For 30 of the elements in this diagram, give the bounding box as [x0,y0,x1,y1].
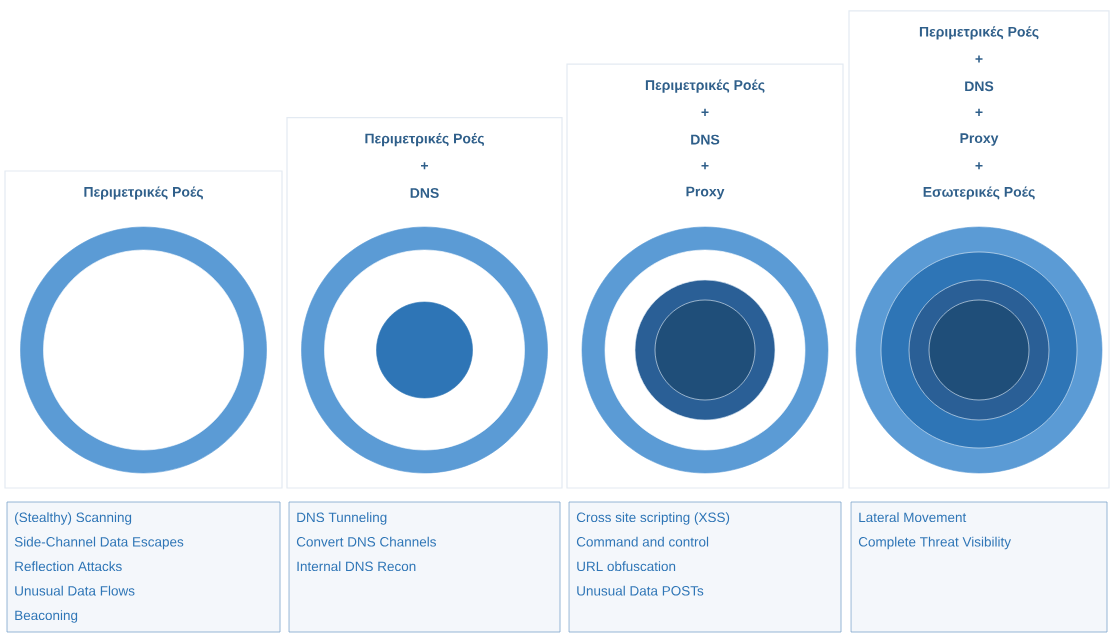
list-item: Cross site scripting (XSS) [576,512,730,525]
panel-heading: Περιμετρικές Ροές [645,79,765,93]
panel-heading: Proxy [686,186,725,200]
panel-heading: + [975,162,983,170]
panel-heading: + [975,55,983,63]
list-item: Unusual Data POSTs [577,585,704,596]
list-item: Lateral Movement [859,512,967,523]
panel-heading: DNS [691,134,720,145]
list-item: Internal DNS Recon [297,561,416,572]
list-item: Complete Threat Visibility [858,536,1011,550]
list-item: Unusual Data Flows [15,585,135,596]
panel-heading: + [421,162,428,170]
list-item: Reflection Attacks [15,561,122,572]
list-item: Command and control [576,536,709,547]
panel-heading: + [701,162,709,170]
panel-heading: Περιμετρικές Ροές [919,26,1039,40]
list-item: DNS Tunneling [297,512,387,525]
list-item: Convert DNS Channels [296,536,436,547]
list-item: (Stealthy) Scanning [15,512,132,525]
list-item: URL obfuscation [577,561,676,572]
panel-heading: Proxy [960,133,999,146]
list-item: Side-Channel Data Escapes [14,536,184,550]
panel-heading: Εσωτερικές Ροές [923,186,1035,200]
panel-heading: DNS [410,188,439,198]
panel-heading: + [975,108,983,116]
panel-heading: Περιμετρικές Ροές [365,133,484,147]
list-item: Beaconing [15,610,78,623]
panel-heading: Περιμετρικές Ροές [84,186,203,200]
panel-heading: DNS [965,81,994,92]
panel-heading: + [701,108,709,116]
